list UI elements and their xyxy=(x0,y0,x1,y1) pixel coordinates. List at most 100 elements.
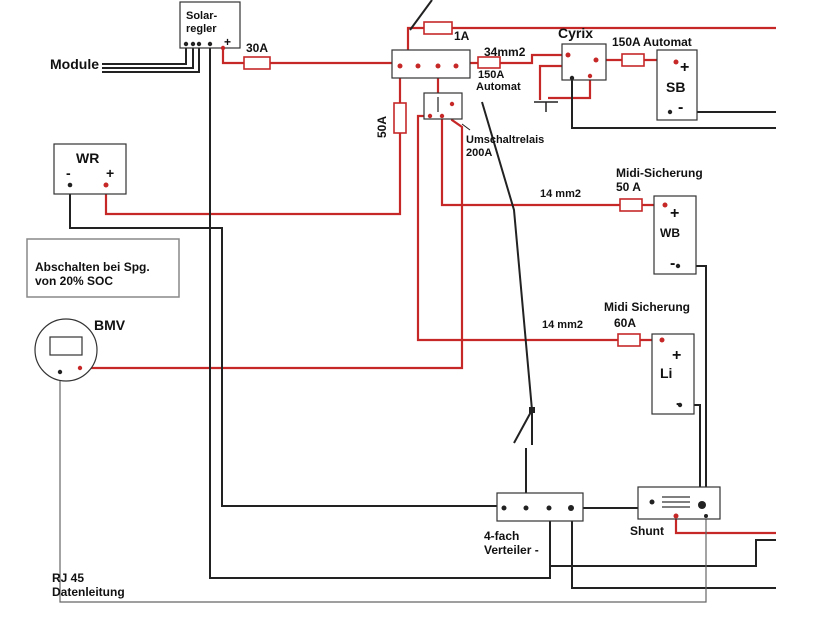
cyrix-box xyxy=(561,43,607,81)
wire-module-3 xyxy=(102,44,200,73)
wr-terminal-minus xyxy=(67,182,73,188)
relais-pointer xyxy=(461,123,471,131)
shunt-terminal-red xyxy=(673,513,679,519)
cyrix-terminal-4 xyxy=(587,73,593,79)
busbar-terminal-1 xyxy=(397,63,403,69)
switch-pivot xyxy=(529,407,535,413)
wire-module-1 xyxy=(102,44,187,65)
wb-minus-label: - xyxy=(670,255,675,272)
verteiler-terminal-2 xyxy=(523,505,529,511)
wire-top-thin xyxy=(409,0,433,31)
umschaltrelais-label-2: 200A xyxy=(466,147,492,159)
wr-terminal-plus xyxy=(103,182,109,188)
bmv-label: BMV xyxy=(94,317,126,333)
fuse-1a xyxy=(423,21,453,35)
bmv-display xyxy=(49,336,83,356)
cyrix-terminal-1 xyxy=(565,52,571,58)
cable-34mm2-label: 34mm2 xyxy=(484,45,526,59)
breaker-150a-label-2: Automat xyxy=(476,81,521,93)
positive-busbar xyxy=(391,49,471,79)
wr-plus-label: + xyxy=(106,165,114,181)
verteiler-label-1: 4-fach xyxy=(484,529,519,543)
bmv-terminal-plus xyxy=(77,365,83,371)
fuse-30a xyxy=(243,56,271,70)
solar-terminal-3 xyxy=(196,41,202,47)
solar-terminal-2 xyxy=(190,41,196,47)
cyrix-terminal-3 xyxy=(569,75,575,81)
abschalten-note xyxy=(26,238,180,298)
wire-li-minus xyxy=(680,404,701,500)
wb-battery xyxy=(653,195,697,275)
busbar-terminal-2 xyxy=(415,63,421,69)
busbar-terminal-3 xyxy=(435,63,441,69)
solar-terminal-1 xyxy=(183,41,189,47)
cable-34mm2-symbol xyxy=(477,56,501,69)
midi-fuse-wb xyxy=(619,198,643,212)
fuse-30a-label: 30A xyxy=(246,41,268,55)
wr-inverter xyxy=(53,143,127,195)
midi-fuse-li xyxy=(617,333,641,347)
shunt-terminal-data xyxy=(704,514,708,518)
abschalten-label-2: von 20% SOC xyxy=(35,274,113,288)
solar-regler-box xyxy=(179,1,241,49)
shunt-terminal-left xyxy=(649,499,655,505)
verteiler-terminal-1 xyxy=(501,505,507,511)
fuse-1a-label: 1A xyxy=(454,29,470,43)
verteiler-label-2: Verteiler - xyxy=(484,543,539,557)
wire-verteiler-right-2 xyxy=(550,539,776,567)
wire-switch xyxy=(481,101,533,506)
verteiler-terminal-3 xyxy=(546,505,552,511)
sb-plus-label: + xyxy=(680,59,689,76)
wire-shunt-red xyxy=(674,516,776,535)
bmv-terminal-data xyxy=(57,369,63,375)
midi-wb-label-1: Midi-Sicherung xyxy=(616,166,703,180)
fuse-50a-label: 50A xyxy=(375,116,389,138)
cyrix-label: Cyrix xyxy=(558,25,593,41)
wr-minus-label: - xyxy=(66,165,71,181)
li-battery xyxy=(651,333,695,415)
wb-terminal-plus xyxy=(662,202,668,208)
rj45-label-1: RJ 45 xyxy=(52,571,84,585)
cable-14mm2-wb-label: 14 mm2 xyxy=(540,188,581,200)
cable-14mm2-li-label: 14 mm2 xyxy=(542,319,583,331)
cyrix-terminal-2 xyxy=(593,57,599,63)
wb-label: WB xyxy=(660,226,680,240)
wire-module-2 xyxy=(102,44,194,69)
solar-terminal-minus xyxy=(207,41,213,47)
solar-regler-label-1: Solar- xyxy=(186,10,218,22)
wire-solar-minus xyxy=(209,44,551,579)
li-label: Li xyxy=(660,365,672,381)
sb-terminal-minus xyxy=(667,109,673,115)
li-terminal-plus xyxy=(659,337,665,343)
wire-cyrix-minus xyxy=(571,80,776,129)
wire-solar-to-busbar xyxy=(221,48,402,65)
sb-label: SB xyxy=(666,79,685,95)
solar-terminal-plus xyxy=(220,45,226,51)
midi-li-label-1: Midi Sicherung xyxy=(604,300,690,314)
wire-cyrix-loop xyxy=(548,76,592,100)
verteiler-terminal-4 xyxy=(568,505,574,511)
breaker-150a-label-1: 150A xyxy=(478,69,504,81)
midi-li-label-2: 60A xyxy=(614,316,636,330)
midi-wb-label-2: 50 A xyxy=(616,180,641,194)
wire-bmv-to-relais xyxy=(80,104,464,370)
wire-busbar-to-wr xyxy=(104,72,402,216)
wire-cyrix-ground xyxy=(538,64,566,100)
li-plus-label: + xyxy=(672,347,681,364)
wire-verteiler-right-1 xyxy=(571,510,776,589)
sb-battery xyxy=(656,49,698,121)
module-label: Module xyxy=(50,56,99,72)
li-terminal-minus xyxy=(677,402,683,408)
shunt-resistor-icon xyxy=(662,496,690,508)
abschalten-label-1: Abschalten bei Spg. xyxy=(35,260,150,274)
relais-terminal-1 xyxy=(427,113,433,119)
fuse-50a xyxy=(393,102,407,134)
solar-plus-label: + xyxy=(224,35,231,49)
sb-terminal-plus xyxy=(673,59,679,65)
wr-label: WR xyxy=(76,150,99,166)
rj45-label-2: Datenleitung xyxy=(52,585,125,599)
cyrix-automat-fuse xyxy=(621,53,645,67)
cyrix-automat-label: 150A Automat xyxy=(612,35,692,49)
shunt-terminal-right xyxy=(698,501,706,509)
